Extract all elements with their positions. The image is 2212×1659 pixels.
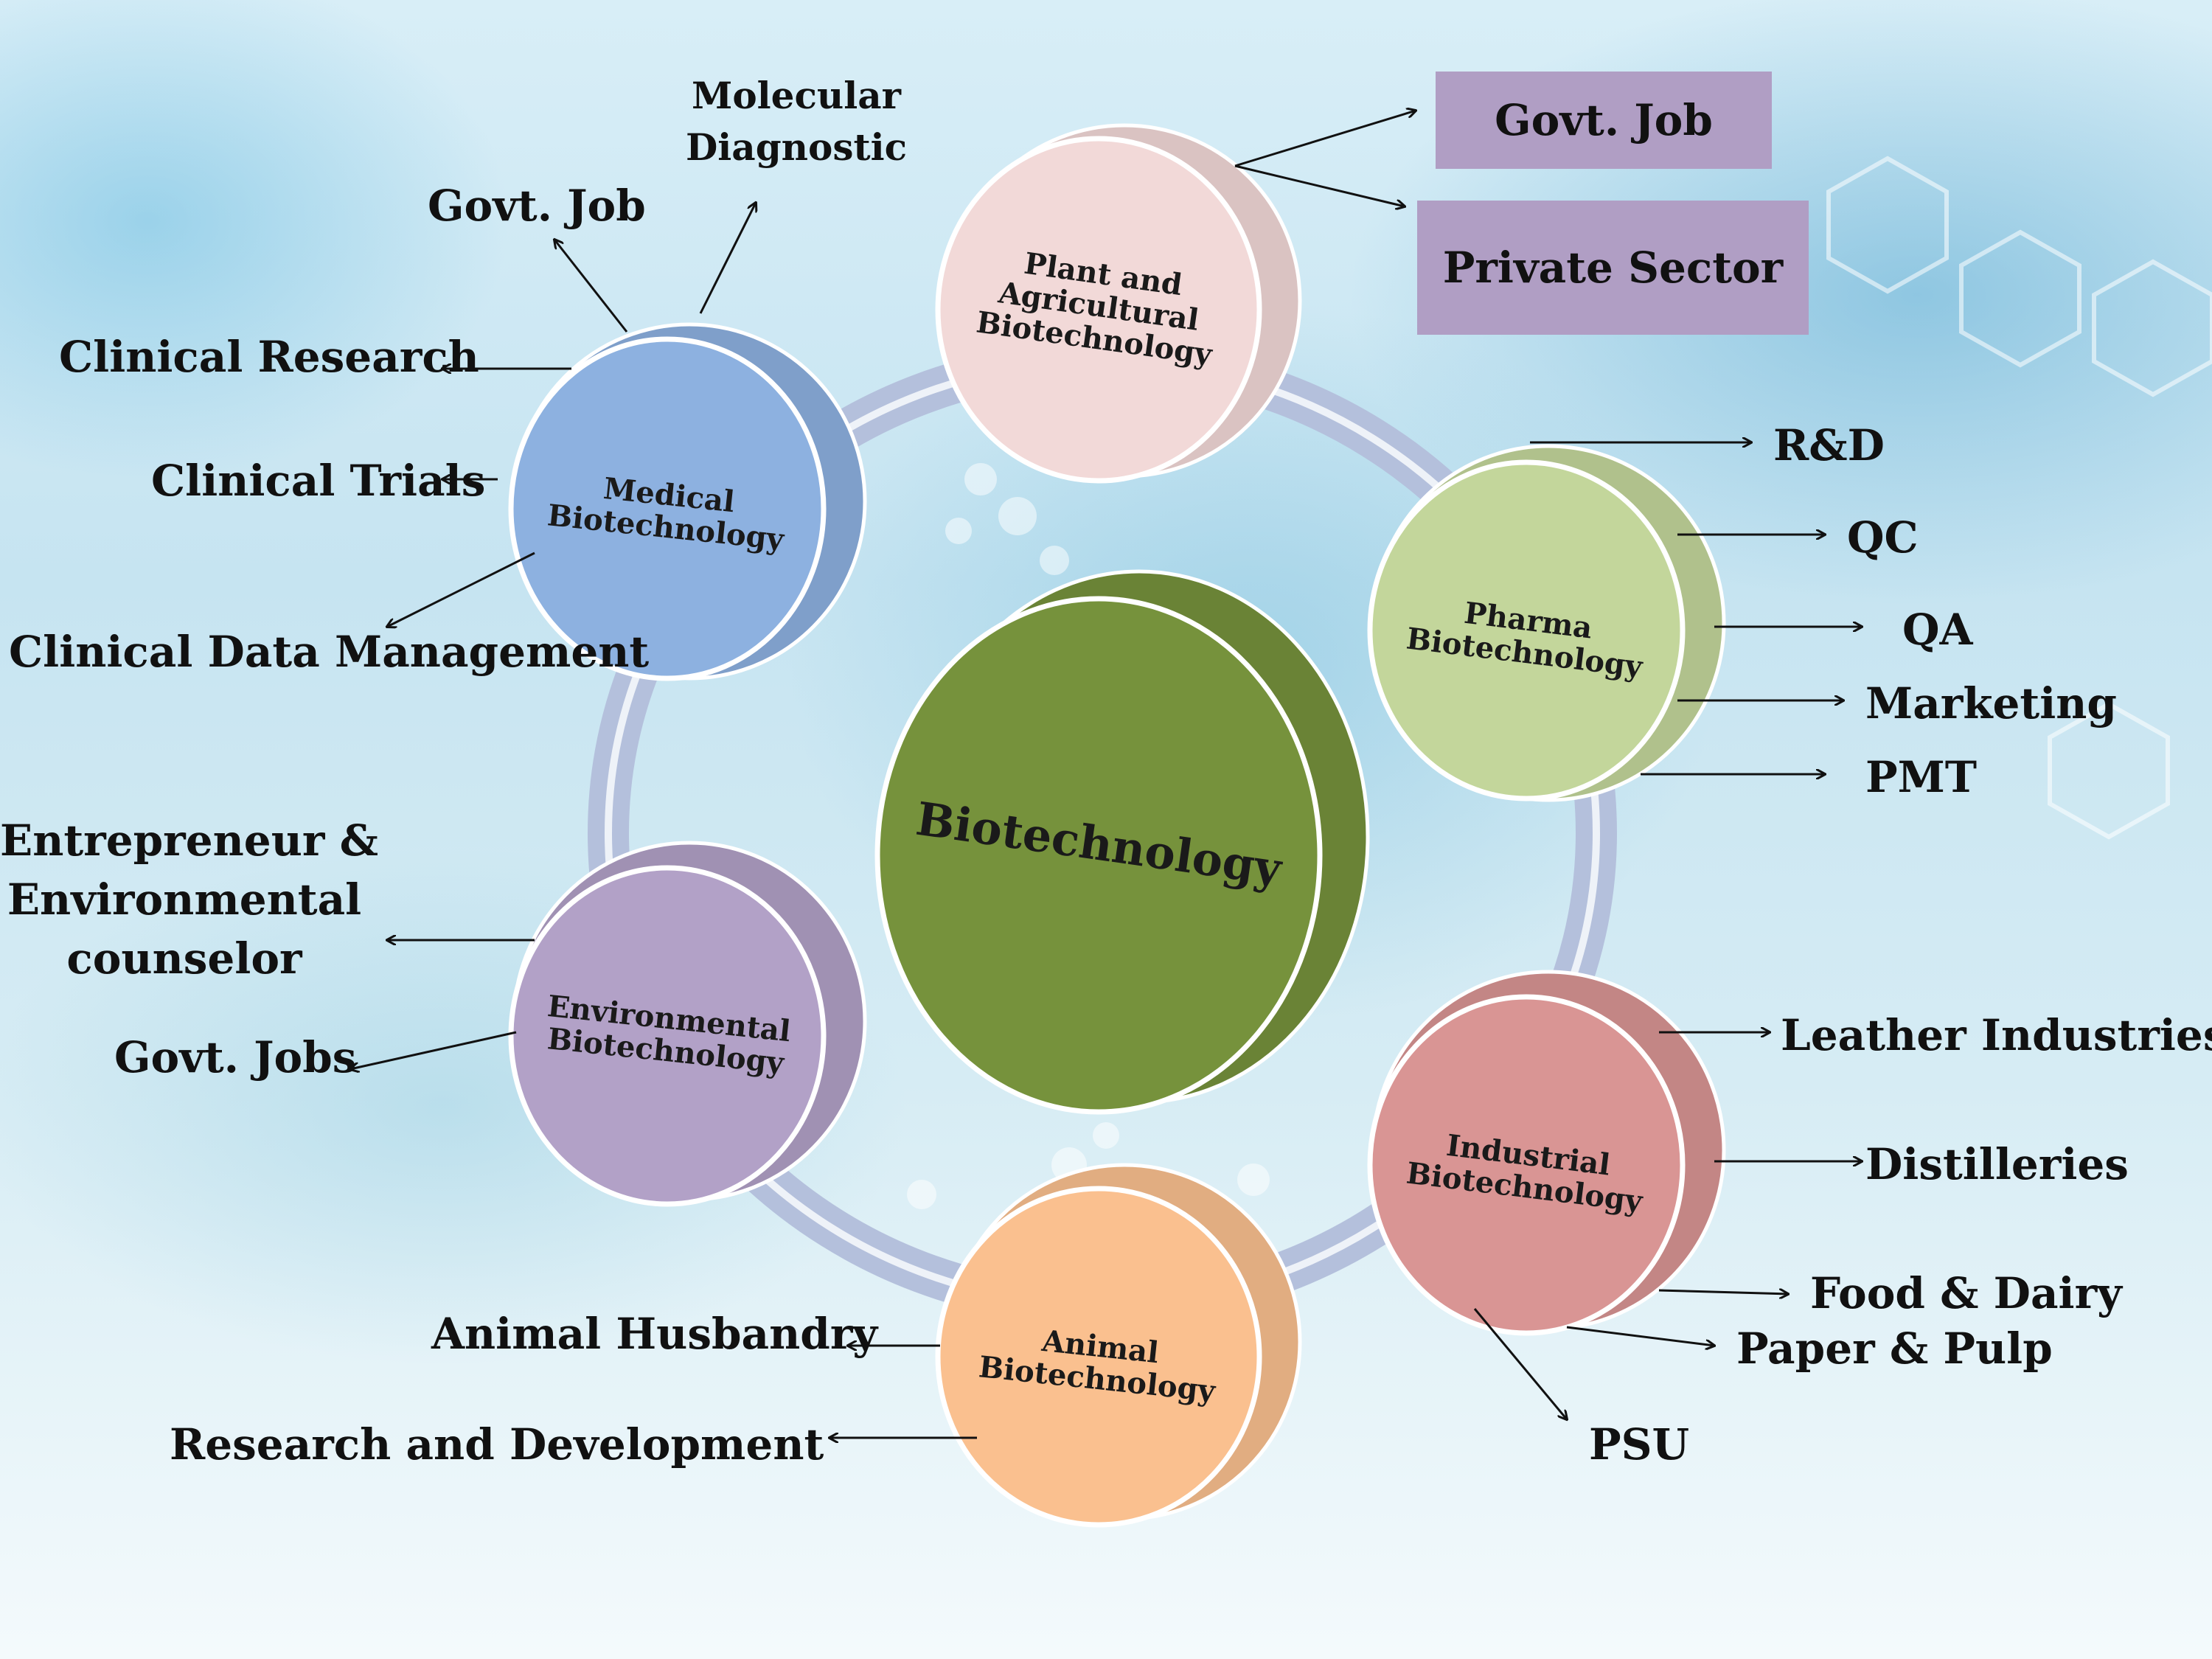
arrow-ind-food-dairy (1658, 1290, 1788, 1294)
diagnostic-line: Diagnostic (685, 125, 908, 169)
medical-clinical-data-management-label: Clinical Data Management (9, 627, 650, 677)
medical-biotech-node[interactable] (508, 322, 867, 681)
entrepreneur-line-3: counselor (66, 933, 302, 984)
molecular-line: Molecular (691, 74, 902, 117)
ind-psu-label: PSU (1589, 1419, 1690, 1470)
animal-husbandry-label: Animal Husbandry (431, 1309, 878, 1359)
ind-paper-pulp-label: Paper & Pulp (1736, 1324, 2053, 1374)
animal-rnd-label: Research and Development (170, 1419, 824, 1470)
pharma-rnd-label: R&D (1773, 420, 1885, 470)
pharma-marketing-label: Marketing (1865, 678, 2117, 728)
arrow-ind-psu (1473, 1308, 1567, 1419)
ind-distilleries-label: Distilleries (1865, 1139, 2129, 1189)
animal-biotech-node[interactable] (935, 1163, 1302, 1528)
background-dots (907, 463, 1270, 1209)
arrow-medical-molecular-diagnostic (699, 203, 756, 314)
plant-biotech-node[interactable] (935, 123, 1302, 484)
background-hexagons (1826, 156, 2212, 840)
pharma-pmt-label: PMT (1865, 752, 1977, 802)
biotechnology-center-node[interactable] (874, 569, 1370, 1115)
ind-food-dairy-label: Food & Dairy (1810, 1268, 2122, 1318)
industrial-biotech-node[interactable] (1367, 970, 1726, 1336)
medical-clinical-trials-label: Clinical Trials (151, 456, 486, 506)
entrepreneur-line-1: Entrepreneur & (0, 815, 378, 866)
environmental-biotech-node[interactable] (508, 841, 867, 1207)
arrow-medical-govt-job (554, 240, 628, 333)
arrows (350, 111, 1862, 1438)
arrow-ind-paper-pulp (1566, 1326, 1714, 1346)
arrow-medical-clinical-data (387, 552, 535, 627)
plant-private-sector-box: Private Sector (1417, 201, 1809, 335)
env-govt-jobs-label: Govt. Jobs (114, 1032, 357, 1082)
ind-leather-label: Leather Industries (1781, 1010, 2212, 1060)
pharma-biotech-node[interactable] (1367, 444, 1726, 802)
plant-govt-job-box: Govt. Job (1436, 72, 1772, 169)
arrow-env-govt-jobs (350, 1031, 517, 1069)
medical-molecular-diagnostic-label: Molecular Diagnostic (649, 70, 944, 173)
entrepreneur-line-2: Environmental (7, 874, 362, 925)
arrow-plant-private-sector (1234, 164, 1405, 206)
medical-govt-job-label: Govt. Job (428, 181, 646, 231)
env-entrepreneur-label: Entrepreneur & Environmental counselor (0, 811, 378, 988)
arrow-plant-govt-job (1234, 111, 1416, 167)
pharma-qc-label: QC (1847, 512, 1919, 563)
medical-clinical-research-label: Clinical Research (59, 332, 479, 382)
pharma-qa-label: QA (1902, 605, 1973, 655)
